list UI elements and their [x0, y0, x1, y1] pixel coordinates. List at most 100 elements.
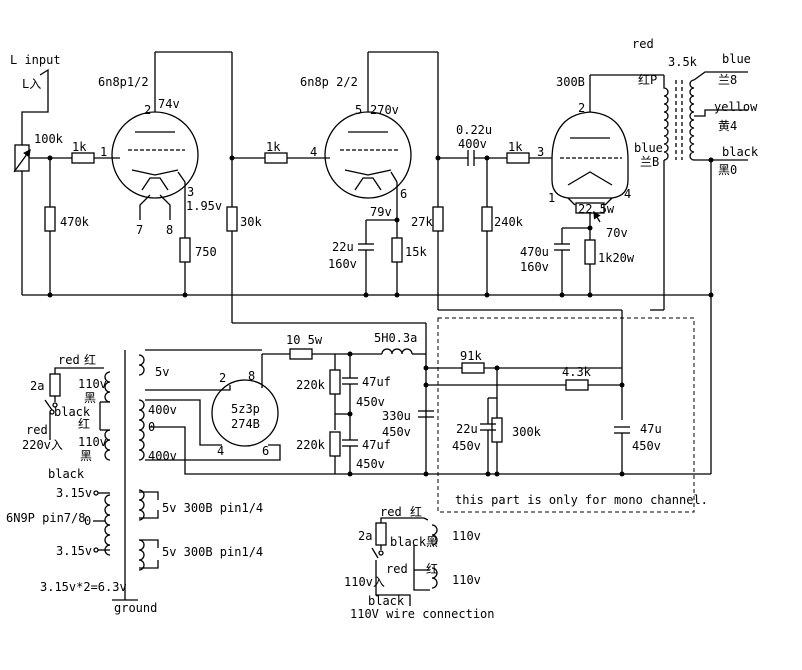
- filter-resistor-10r: [289, 348, 313, 360]
- tube-v2-section: 30k 1k 4 6n8p 2/2 5 270v 6 79v 22u 160v …: [226, 51, 439, 323]
- c47-voltage: 450v: [632, 439, 661, 453]
- rectifier-tube: [211, 379, 279, 447]
- c330-value: 330u: [382, 409, 411, 423]
- v2-pin-grid: 4: [310, 145, 317, 159]
- rect-pin4: 4: [217, 444, 224, 458]
- w110-red2: red: [386, 562, 408, 576]
- r220a-value: 220k: [296, 378, 326, 392]
- plate-resistor-1: [226, 206, 238, 232]
- c-k3-voltage: 160v: [520, 260, 549, 274]
- wiring-110v: red 红 2a black 黑 110v red 红 110v 110v入 b…: [344, 504, 495, 621]
- pt-ground: ground: [114, 601, 157, 615]
- v1-pin-cathode: 3: [187, 185, 194, 199]
- v2-cathode-voltage: 79v: [370, 205, 392, 219]
- input-label-cn: L入: [22, 77, 41, 91]
- coupling-cap-value: 0.22u: [456, 123, 492, 137]
- w110-red-cn: 红: [410, 504, 422, 519]
- v1-pin-h1: 7: [136, 223, 143, 237]
- bleeder-resistor-a: [329, 369, 341, 395]
- resistor-4-3k: [565, 379, 589, 391]
- v1-pin-h2: 8: [166, 223, 173, 237]
- ot-sec-black: black: [722, 145, 759, 159]
- v1-cathode-voltage: 1.95v: [186, 199, 222, 213]
- c-k2-voltage: 160v: [328, 257, 357, 271]
- rect-pin6: 6: [262, 444, 269, 458]
- r-p2-value: 27k: [411, 215, 433, 229]
- r-grid1-value: 1k: [72, 140, 87, 154]
- pt-300b-fil-b: 5v 300B pin1/4: [162, 545, 263, 559]
- resistor-91k: [461, 362, 485, 374]
- r-gnd1-value: 470k: [60, 215, 90, 229]
- pt-black: black: [54, 405, 91, 419]
- ot-blue-cn: 兰B: [640, 155, 659, 169]
- pt-h-note: 6N9P pin7/8: [6, 511, 85, 525]
- c-k3-value: 470u: [520, 245, 549, 259]
- output-transformer: red 3.5k 红P blue 兰B blue 兰8 yellow 黄4 bl…: [632, 37, 759, 474]
- c1-voltage: 450v: [356, 395, 385, 409]
- ot-red: red: [632, 37, 654, 51]
- r-k3-value: 22 5w: [578, 202, 615, 216]
- grid-resistor-1: [71, 152, 95, 164]
- w110-fuse-label: 2a: [358, 529, 372, 543]
- fuse-2a: [49, 373, 61, 397]
- rect-pin2: 2: [219, 371, 226, 385]
- r-grid2-value: 1k: [266, 140, 281, 154]
- v1-pin-grid: 1: [100, 145, 107, 159]
- pt-h315b: 3.15v: [56, 544, 92, 558]
- hum-voltage: 70v: [606, 226, 628, 240]
- input-label: L input: [10, 53, 61, 67]
- w110-black2: black: [368, 594, 405, 608]
- input-section: L input L入 100k 1k 1 470k: [10, 53, 120, 295]
- pt-110b: 110v: [78, 435, 107, 449]
- w110-title: 110V wire connection: [350, 607, 495, 621]
- c330-voltage: 450v: [382, 425, 411, 439]
- pt-black2: black: [48, 467, 85, 481]
- pot-value: 100k: [34, 132, 64, 146]
- c22-value: 22u: [456, 422, 478, 436]
- power-transformer: red 红 2a 110v 黑 black 红 red 110v 220v入 黑…: [6, 350, 263, 615]
- coupling-cap-voltage: 400v: [458, 137, 487, 151]
- pt-110a: 110v: [78, 377, 107, 391]
- pt-red2-cn: 红: [78, 416, 90, 431]
- cathode-resistor-2: [391, 237, 403, 263]
- pt-h315a: 3.15v: [56, 486, 92, 500]
- cathode-resistor-1: [179, 237, 191, 263]
- r43-value: 4.3k: [562, 365, 592, 379]
- plate-resistor-2: [432, 206, 444, 232]
- r-p1-value: 30k: [240, 215, 262, 229]
- pt-red2: red: [26, 423, 48, 437]
- v1-type: 6n8p1/2: [98, 75, 149, 89]
- w110-fuse: [375, 522, 387, 546]
- pt-black-cn-a: 黑: [84, 391, 96, 405]
- c47-value: 47u: [640, 422, 662, 436]
- w110-110a: 110v: [452, 529, 481, 543]
- ot-sec-blue: blue: [722, 52, 751, 66]
- grid-resistor-2: [264, 152, 288, 164]
- r300-value: 300k: [512, 425, 542, 439]
- c22-voltage: 450v: [452, 439, 481, 453]
- v3-pin-f1: 1: [548, 191, 555, 205]
- pt-fuse: 2a: [30, 379, 44, 393]
- pt-black-cn-b: 黑: [80, 449, 92, 463]
- r-g3-value: 240k: [494, 215, 524, 229]
- v2-pin-plate: 5: [355, 103, 362, 117]
- ground-bus: [22, 292, 714, 298]
- power-supply: 10 5w 5H0.3a 5v 5z3p 274B 2 8 4 6 400v 0…: [138, 322, 711, 477]
- ot-impedance: 3.5k: [668, 55, 698, 69]
- bleeder-resistor-b: [329, 431, 341, 457]
- grid-leak-resistor: [44, 206, 56, 232]
- rect-type1: 5z3p: [231, 402, 260, 416]
- tube-v3-section: 27k 0.22u 400v 240k 1k 3 300B 2 1 4 22 5…: [411, 74, 664, 420]
- v2-type: 6n8p 2/2: [300, 75, 358, 89]
- ot-red-cn: 红P: [638, 72, 657, 87]
- c-k2-value: 22u: [332, 240, 354, 254]
- w110-red: red: [380, 505, 402, 519]
- pt-400b: 400v: [148, 449, 177, 463]
- w110-110b: 110v: [452, 573, 481, 587]
- ot-sec-blue-cn: 兰8: [718, 73, 737, 87]
- pt-220-in: 220v入: [22, 438, 63, 452]
- w110-black-cn: 黑: [426, 535, 438, 549]
- v3-pin-plate: 2: [578, 101, 585, 115]
- v1-pin-plate: 2: [144, 103, 151, 117]
